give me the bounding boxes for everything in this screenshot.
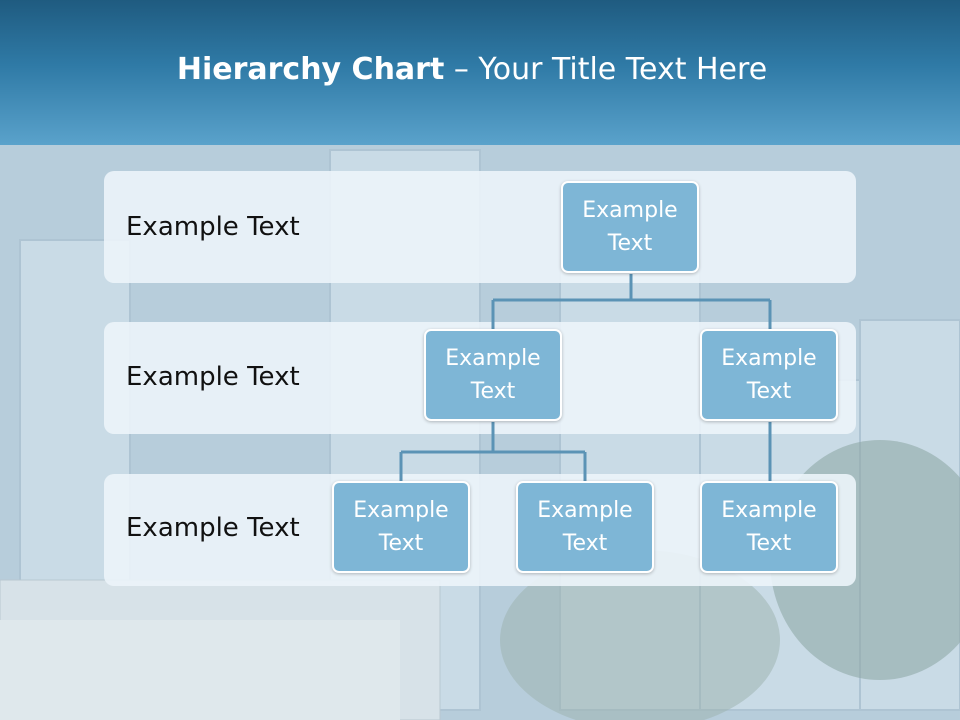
node-level2-left: Example Text — [424, 329, 562, 421]
node-level3-right: Example Text — [700, 481, 838, 573]
level-label-2: Example Text — [126, 362, 300, 392]
level-label-3: Example Text — [126, 513, 300, 543]
node-level2-right: Example Text — [700, 329, 838, 421]
node-level3-left-text: Example Text — [353, 498, 449, 556]
node-root: Example Text — [561, 181, 699, 273]
connector-root — [491, 274, 772, 329]
node-level3-middle: Example Text — [516, 481, 654, 573]
node-level3-left: Example Text — [332, 481, 470, 573]
node-level2-left-text: Example Text — [445, 346, 541, 404]
node-level3-right-text: Example Text — [721, 498, 817, 556]
slide-title: Hierarchy Chart – Your Title Text Here — [0, 52, 944, 87]
connector-left — [399, 422, 587, 481]
node-level3-middle-text: Example Text — [537, 498, 633, 556]
node-root-text: Example Text — [582, 198, 678, 256]
title-bar — [0, 0, 960, 145]
title-bold: Hierarchy Chart — [176, 52, 445, 87]
title-rest: – Your Title Text Here — [444, 52, 768, 87]
level-band-1 — [104, 171, 856, 283]
node-level2-right-text: Example Text — [721, 346, 817, 404]
level-label-1: Example Text — [126, 212, 300, 242]
